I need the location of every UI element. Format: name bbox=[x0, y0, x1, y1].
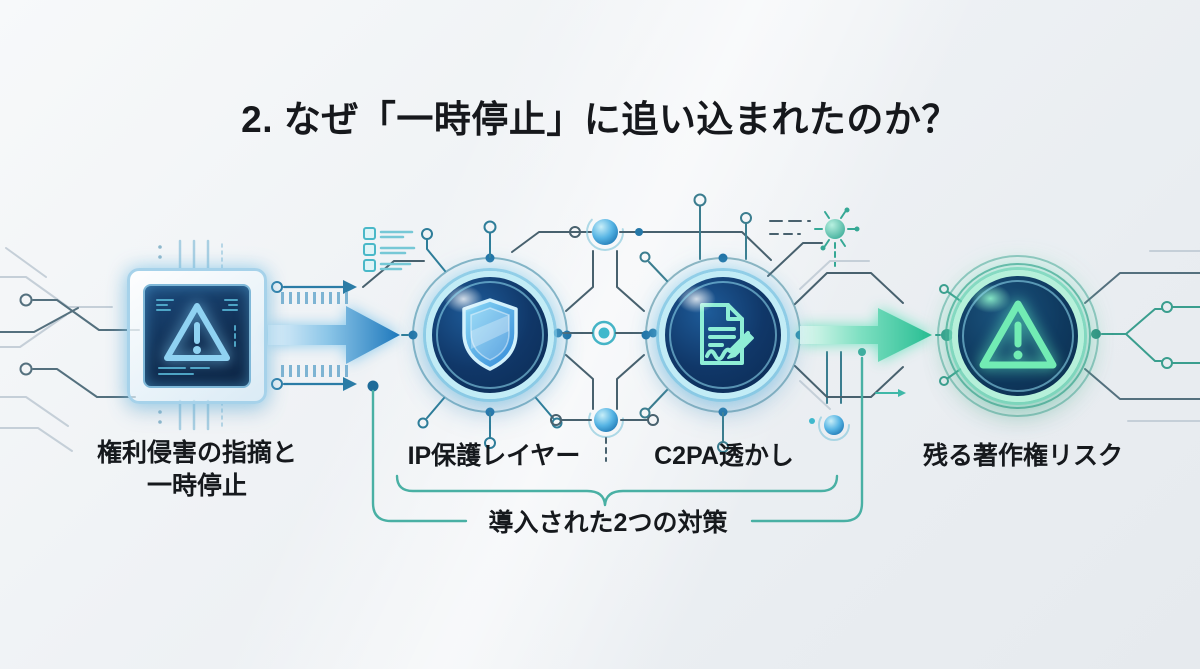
bracket-label: 導入された2つの対策 bbox=[488, 509, 728, 537]
curly-brace bbox=[395, 474, 839, 507]
arrowhead-icon bbox=[343, 377, 357, 391]
page-title: 2. なぜ「一時停止」に追い込まれたのか？ bbox=[241, 98, 959, 140]
chip-pins bbox=[158, 239, 223, 431]
risk-node-rings bbox=[937, 250, 1200, 422]
incident-chip bbox=[143, 284, 251, 388]
bracket-connectors bbox=[371, 356, 864, 523]
incident-node bbox=[127, 268, 267, 404]
arrowhead-icon bbox=[343, 280, 357, 294]
warning-triangle-icon bbox=[979, 300, 1057, 369]
ip-layer-node bbox=[426, 271, 554, 399]
document-signature-icon bbox=[700, 303, 754, 365]
left-connector-line bbox=[371, 389, 468, 523]
incident-label-line2: 一時停止 bbox=[146, 472, 248, 500]
circuit-traces-left bbox=[0, 247, 140, 452]
green-arrow bbox=[800, 308, 932, 362]
signal-lines bbox=[271, 260, 425, 392]
risk-node bbox=[952, 270, 1084, 402]
risk-label: 残る著作権リスク bbox=[922, 442, 1124, 470]
gear-node-icon bbox=[814, 207, 860, 267]
right-connector-line bbox=[750, 356, 864, 523]
blue-arrow bbox=[268, 306, 400, 364]
c2pa-node bbox=[659, 271, 787, 399]
arrowhead-icon bbox=[898, 389, 906, 397]
ip-layer-label: IP保護レイヤー bbox=[407, 442, 581, 470]
green-arrow-group bbox=[794, 260, 961, 410]
center-circuit-column bbox=[550, 213, 811, 462]
c2pa-label: C2PA透かし bbox=[654, 442, 794, 470]
incident-label: 権利侵害の指摘と 一時停止 bbox=[97, 437, 297, 503]
incident-label-line1: 権利侵害の指摘と bbox=[96, 439, 298, 467]
shield-icon bbox=[462, 298, 518, 371]
chip-warning-icon bbox=[156, 299, 238, 375]
c2pa-node-ring bbox=[639, 193, 850, 453]
checklist-icon bbox=[363, 227, 416, 272]
